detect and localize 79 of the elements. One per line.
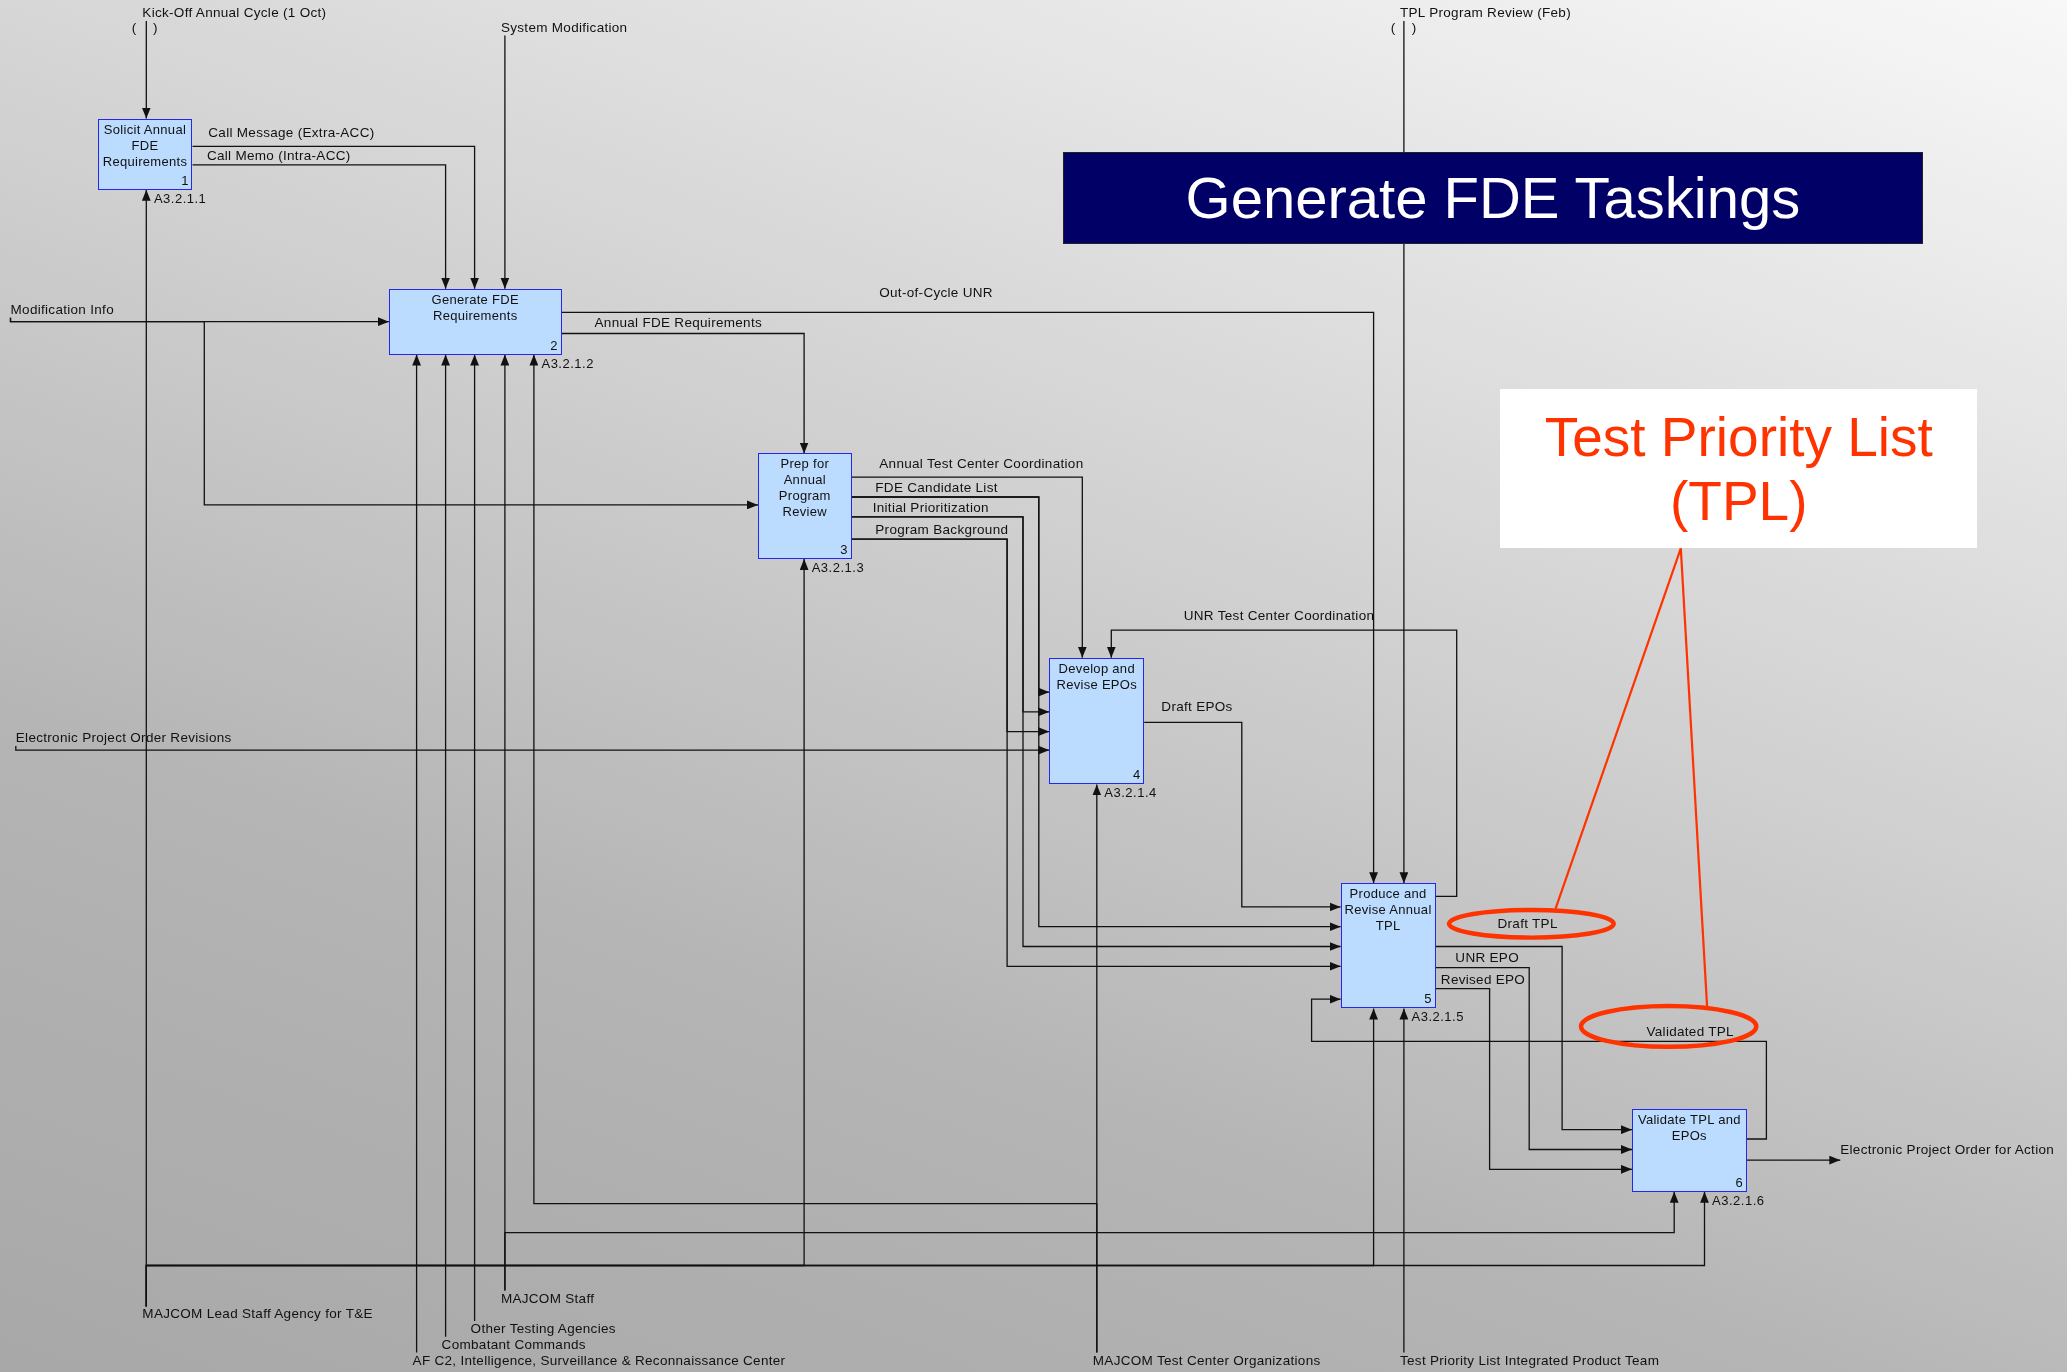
edge-label: Call Message (Extra-ACC) — [208, 125, 375, 142]
arrow — [470, 353, 479, 1322]
boundary-label: Kick-Off Annual Cycle (1 Oct) — [142, 5, 327, 22]
node-reference: A3.2.1.4 — [1104, 785, 1157, 801]
edge-label: Call Memo (Intra-ACC) — [206, 147, 351, 164]
activity-name: Generate FDE Requirements — [430, 290, 520, 324]
edge-label: Initial Prioritization — [872, 499, 989, 516]
box-number: 2 — [550, 337, 558, 353]
arrow — [141, 20, 151, 120]
box-number: 5 — [1424, 991, 1432, 1007]
node-reference: A3.2.1.3 — [811, 559, 865, 575]
node-reference: A3.2.1.6 — [1712, 1192, 1765, 1208]
callout-box — [1500, 388, 1978, 549]
highlight-ellipse — [1447, 908, 1617, 940]
edge-label: Draft TPL — [1497, 916, 1558, 932]
boundary-label: System Modification — [500, 19, 628, 36]
edge-label: Program Background — [875, 522, 1009, 538]
arrow — [560, 311, 1378, 884]
arrow — [1399, 1007, 1409, 1354]
tunnel-mark: ( — [1390, 19, 1396, 36]
arrow — [504, 1191, 1679, 1292]
arrow — [9, 317, 759, 510]
arrow — [441, 353, 450, 1338]
arrow — [15, 745, 1050, 755]
boundary-label: TPL Program Review (Feb) — [1399, 5, 1571, 22]
boundary-label: Electronic Project Order for Action — [1840, 1141, 2055, 1158]
boundary-label: Combatant Commands — [441, 1336, 586, 1353]
box-number: 1 — [181, 172, 189, 188]
edge-label: Annual FDE Requirements — [594, 315, 762, 331]
activity-name: Prep for Annual Program Review — [777, 455, 832, 521]
arrow — [412, 353, 421, 1354]
arrow — [1106, 629, 1458, 898]
edge-label: Annual Test Center Coordination — [879, 456, 1084, 472]
boundary-label: Test Priority List Integrated Product Team — [1399, 1352, 1660, 1369]
edge-label: Draft EPOs — [1161, 698, 1233, 715]
highlight-ellipse — [1579, 1004, 1759, 1050]
tunnel-mark: ) — [152, 19, 158, 36]
edge-label: Out-of-Cycle UNR — [879, 284, 993, 301]
boundary-label: Modification Info — [10, 301, 114, 318]
tunnel-mark: ) — [1411, 19, 1417, 36]
boundary-label: MAJCOM Lead Staff Agency for T&E — [142, 1306, 373, 1323]
arrow — [1434, 988, 1633, 1174]
arrow — [850, 476, 1087, 659]
arrow — [500, 34, 510, 290]
node-reference: A3.2.1.2 — [541, 355, 594, 371]
box-number: 3 — [840, 541, 848, 557]
leader-line — [1679, 548, 1709, 1007]
activity-name: Solicit Annual FDE Requirements — [101, 120, 189, 170]
arrow — [145, 1191, 1709, 1308]
boundary-label: AF C2, Intelligence, Surveillance & Reconnaissance Center — [412, 1352, 786, 1369]
title-banner: Generate FDE Taskings — [1062, 151, 1924, 244]
boundary-label: MAJCOM Test Center Organizations — [1092, 1352, 1321, 1369]
activity-name: Produce and Revise Annual TPL — [1343, 885, 1433, 935]
edge-label: FDE Candidate List — [875, 479, 998, 496]
activity-name: Develop and Revise EPOs — [1055, 659, 1139, 693]
edge-label: Revised EPO — [1440, 971, 1526, 988]
arrow — [191, 145, 479, 290]
callout-text: Test Priority List (TPL) — [1543, 404, 1934, 533]
edge-label: Validated TPL — [1646, 1024, 1734, 1041]
arrow — [191, 164, 450, 290]
arrow — [560, 332, 809, 455]
boundary-label: MAJCOM Staff — [500, 1290, 595, 1307]
arrow — [1746, 1155, 1841, 1165]
box-number: 4 — [1133, 767, 1141, 783]
tunnel-mark: ( — [131, 19, 137, 36]
activity-name: Validate TPL and EPOs — [1636, 1110, 1742, 1144]
arrow — [1434, 966, 1633, 1154]
edge-label: UNR EPO — [1455, 950, 1519, 967]
node-reference: A3.2.1.5 — [1411, 1009, 1464, 1025]
arrow — [529, 353, 1098, 1354]
node-reference: A3.2.1.1 — [153, 190, 207, 206]
box-number: 6 — [1735, 1174, 1743, 1190]
arrow — [1310, 994, 1768, 1140]
edge-label: UNR Test Center Coordination — [1183, 607, 1375, 624]
arrow — [1143, 721, 1342, 912]
leader-line — [1554, 548, 1682, 910]
arrow — [1434, 945, 1633, 1135]
arrow — [1399, 20, 1409, 884]
boundary-label: Other Testing Agencies — [470, 1320, 616, 1337]
